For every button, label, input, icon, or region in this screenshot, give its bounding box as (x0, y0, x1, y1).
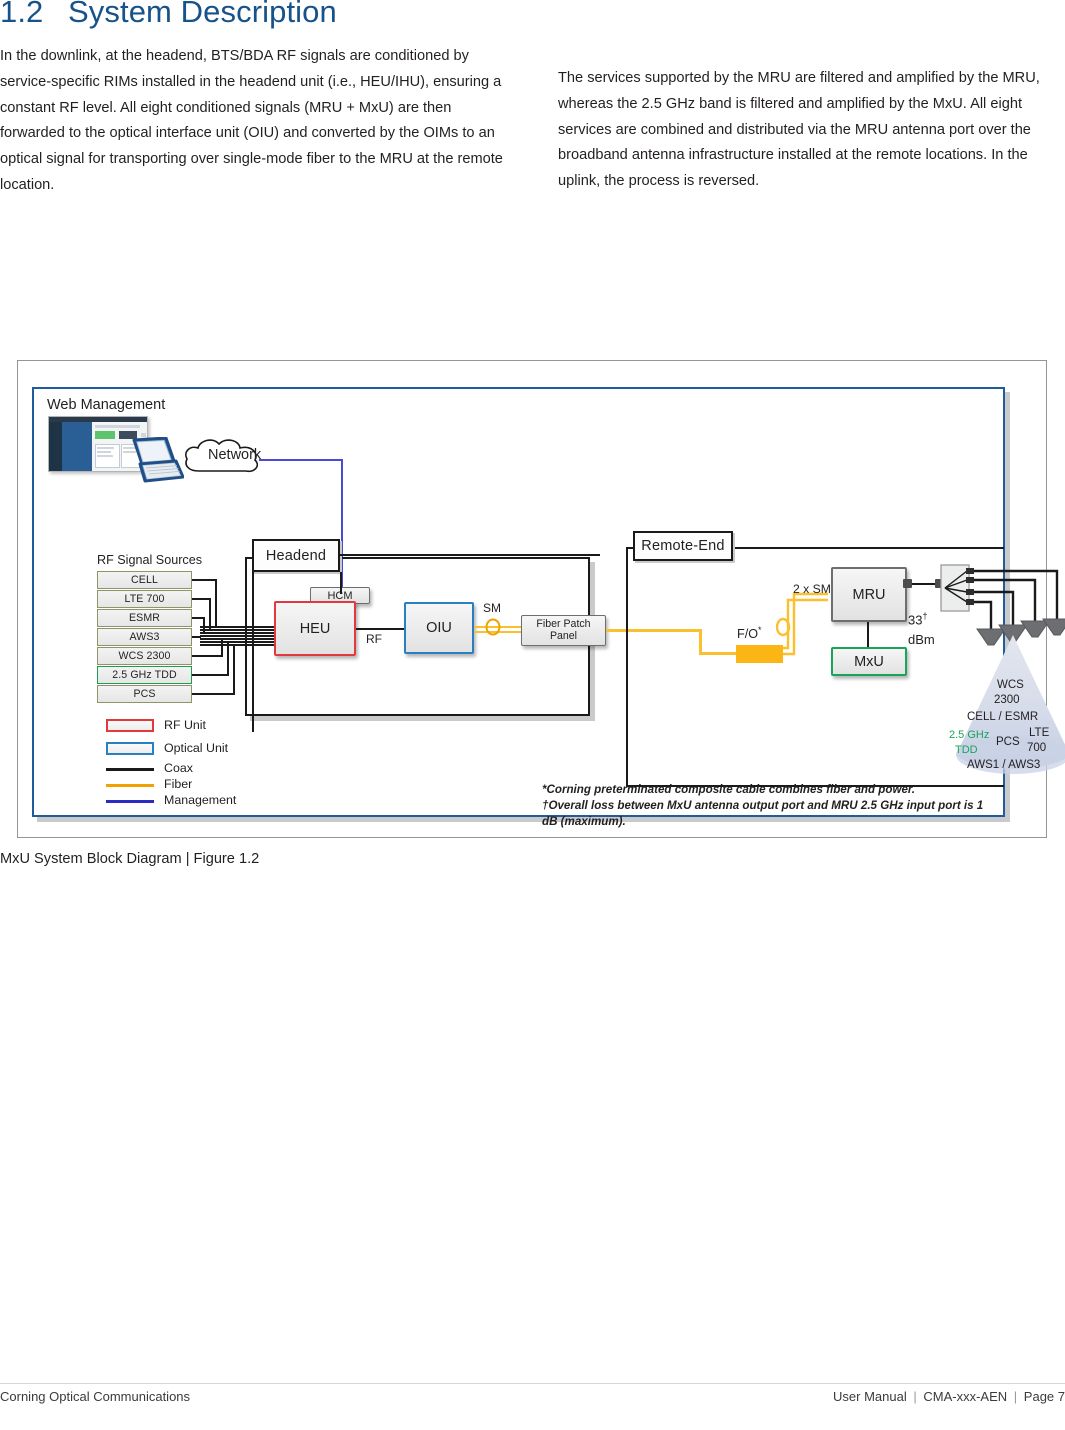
footer-manual-label: User Manual (833, 1389, 907, 1404)
legend-line-coax (106, 768, 154, 771)
footer-separator-1: | (913, 1389, 917, 1404)
headend-title-chip: Headend (252, 539, 340, 572)
heading-number: 1.2 (0, 0, 44, 29)
page-heading: 1.2 System Description (0, 0, 337, 30)
cone-label-pcs: PCS (996, 736, 1020, 748)
legend-label-coax: Coax (164, 761, 193, 775)
legend-swatch-optical-unit (106, 742, 154, 755)
footer-separator-2: | (1013, 1389, 1018, 1404)
fo-asterisk: * (758, 625, 762, 635)
mru-mxu-connector-line (867, 622, 870, 649)
fiber-patch-panel-line2: Panel (549, 629, 578, 642)
heading-title: System Description (68, 0, 337, 29)
power-value-text: 33 (908, 612, 923, 628)
body-column-left: In the downlink, at the headend, BTS/BDA… (0, 44, 510, 199)
cone-label-lte-line1: LTE (1029, 727, 1050, 739)
sm-fiber-loop-icon (485, 618, 501, 636)
remote-end-title-chip: Remote-End (633, 531, 733, 561)
web-management-screenshot-thumbnail (48, 416, 148, 472)
headend-top-connector-line (340, 554, 600, 557)
rf-link-line (356, 627, 404, 630)
figure-outer-frame: Web Management (17, 360, 1065, 838)
rf-source-lte700: LTE 700 (97, 590, 192, 608)
legend-label-rf-unit: RF Unit (164, 718, 206, 732)
rf-signal-sources-label: RF Signal Sources (97, 553, 202, 567)
trunk-fiber-drop (699, 629, 703, 655)
remote-end-group-box (626, 547, 1004, 787)
cone-label-2300: 2300 (994, 694, 1020, 706)
trunk-fiber-to-fo (699, 652, 737, 656)
fiber-patch-panel-line1: Fiber Patch (536, 617, 591, 630)
figure-inner-frame: Web Management (32, 387, 1065, 828)
splitter-port-connector-icon (935, 579, 944, 588)
cone-label-aws: AWS1 / AWS3 (967, 759, 1041, 771)
paragraph-right: The services supported by the MRU are fi… (558, 70, 1040, 190)
web-management-label: Web Management (47, 397, 166, 413)
legend-label-management: Management (164, 793, 237, 807)
sm-label: SM (483, 601, 501, 615)
cone-label-lte-line2: 700 (1027, 742, 1047, 754)
rf-link-label: RF (366, 632, 382, 646)
figure-footnote-1: *Corning preterminated composite cable c… (542, 783, 916, 796)
heu-unit: HEU (274, 601, 356, 656)
paragraph-left: In the downlink, at the headend, BTS/BDA… (0, 48, 503, 193)
legend-label-optical-unit: Optical Unit (164, 741, 229, 755)
cone-label-tdd-line2: TDD (955, 744, 978, 756)
footer-doc-number: CMA-xxx-AEN (923, 1389, 1008, 1404)
rf-source-cell: CELL (97, 571, 192, 589)
fo-label: F/O* (737, 625, 762, 641)
mru-antenna-port-line (907, 583, 941, 586)
coverage-cone (956, 635, 1065, 774)
fiber-patch-panel-unit: Fiber Patch Panel (521, 615, 606, 646)
management-line-horizontal (259, 459, 343, 462)
mxu-unit: MxU (831, 647, 907, 676)
headend-left-bus-line (252, 572, 255, 732)
mru-port-connector-icon (903, 579, 912, 588)
rf-source-pcs: PCS (97, 685, 192, 703)
power-dagger: † (922, 611, 928, 621)
legend-swatch-rf-unit (106, 719, 154, 732)
antenna-splitter-network (940, 564, 1065, 646)
legend-line-fiber (106, 784, 154, 787)
two-x-sm-label: 2 x SM (793, 582, 831, 596)
cone-label-tdd-line1: 2.5 GHz (949, 729, 990, 741)
footer-document-info: User Manual | CMA-xxx-AEN | Page 7 (833, 1389, 1065, 1404)
footer-divider (0, 1383, 1065, 1384)
legend-label-fiber: Fiber (164, 777, 193, 791)
network-label: Network (208, 447, 262, 463)
oiu-unit: OIU (404, 602, 474, 654)
rf-source-25ghz-tdd: 2.5 GHz TDD (97, 666, 192, 684)
block-diagram: Web Management (34, 389, 1065, 828)
mru-unit: MRU (831, 567, 907, 622)
legend-line-management (106, 800, 154, 803)
cone-label-wcs: WCS (997, 679, 1024, 691)
rf-source-coax-bundle (192, 579, 282, 695)
laptop-icon (132, 437, 184, 483)
figure-caption: MxU System Block Diagram | Figure 1.2 (0, 851, 260, 867)
power-output-unit: dBm (908, 632, 935, 647)
fo-text: F/O (737, 627, 758, 642)
network-cloud-icon (185, 439, 259, 473)
cone-label-cell-esmr: CELL / ESMR (967, 711, 1039, 723)
trunk-fiber-line (606, 629, 702, 633)
footer-company: Corning Optical Communications (0, 1389, 191, 1404)
two-x-sm-fiber-path (776, 592, 828, 656)
headend-inner-bus-line (340, 572, 343, 594)
rf-source-esmr: ESMR (97, 609, 192, 627)
fo-converter-block (736, 645, 783, 663)
body-column-right: The services supported by the MRU are fi… (558, 66, 1058, 195)
power-output-value: 33† (908, 611, 927, 627)
rf-source-wcs2300: WCS 2300 (97, 647, 192, 665)
figure-footnote-2: †Overall loss between MxU antenna output… (542, 799, 984, 828)
rf-source-aws3: AWS3 (97, 628, 192, 646)
footer-page-number: Page 7 (1023, 1389, 1065, 1404)
management-line-vertical (340, 459, 343, 595)
